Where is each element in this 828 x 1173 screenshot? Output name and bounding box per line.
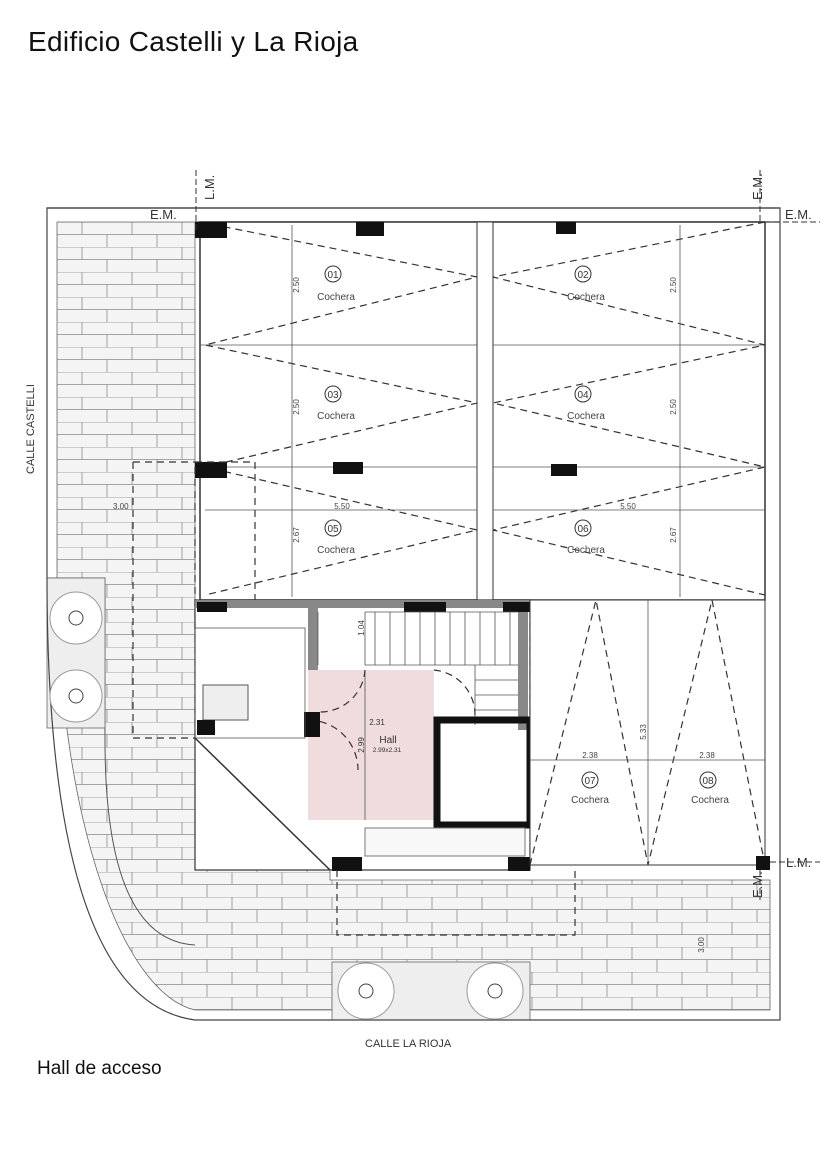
svg-text:5.50: 5.50 <box>620 502 636 511</box>
svg-text:2.67: 2.67 <box>669 527 678 543</box>
svg-text:01: 01 <box>327 270 339 281</box>
tree-icon <box>49 669 103 723</box>
caption: Hall de acceso <box>37 1058 162 1079</box>
dim-stair: 1.04 <box>357 620 366 636</box>
svg-text:02: 02 <box>577 270 589 281</box>
tree-icon <box>49 591 103 645</box>
svg-text:Cochera: Cochera <box>567 545 605 556</box>
lm-label: L.M. <box>202 175 217 200</box>
garage-03: 03 Cochera 2.50 <box>292 385 355 422</box>
svg-text:2.50: 2.50 <box>669 277 678 293</box>
garage-area <box>132 221 766 739</box>
garage-01: 01 Cochera 2.50 <box>292 265 355 303</box>
svg-text:2.50: 2.50 <box>292 399 301 415</box>
svg-text:04: 04 <box>577 390 589 401</box>
svg-text:2.50: 2.50 <box>292 277 301 293</box>
svg-text:08: 08 <box>702 776 714 787</box>
hall-size: 2.99x2.31 <box>373 747 402 754</box>
em-label: E.M. <box>150 207 177 222</box>
em-label: E.M. <box>785 207 812 222</box>
svg-text:Cochera: Cochera <box>317 411 355 422</box>
svg-text:2.67: 2.67 <box>292 527 301 543</box>
dim-sidewalk-left: 3.00 <box>113 502 129 511</box>
garage-08: 08 Cochera 2.38 <box>691 751 729 806</box>
hall-label: Hall <box>379 735 396 746</box>
svg-text:07: 07 <box>584 776 596 787</box>
garage-04: 04 Cochera 2.50 <box>567 385 678 422</box>
dim-sidewalk-bottom: 3.00 <box>697 937 706 953</box>
dim-garage-depth: 5.33 <box>639 724 648 740</box>
garage-06: 06 Cochera 2.67 5.50 <box>567 502 678 556</box>
street-left: CALLE CASTELLI <box>25 384 37 474</box>
lm-label: L.M. <box>786 855 811 870</box>
page-title: Edificio Castelli y La Rioja <box>28 26 359 57</box>
svg-text:Cochera: Cochera <box>567 411 605 422</box>
svg-text:2.38: 2.38 <box>582 751 598 760</box>
hall-width: 2.31 <box>369 718 385 727</box>
garage-area-lower <box>529 599 770 870</box>
svg-text:Cochera: Cochera <box>567 292 605 303</box>
svg-text:5.50: 5.50 <box>334 502 350 511</box>
street-bottom: CALLE LA RIOJA <box>365 1038 452 1050</box>
svg-text:05: 05 <box>327 524 339 535</box>
hall-room <box>308 670 434 820</box>
svg-text:Cochera: Cochera <box>317 292 355 303</box>
em-label: E.M. <box>750 871 765 898</box>
svg-text:2.50: 2.50 <box>669 399 678 415</box>
garage-05: 05 Cochera 2.67 5.50 <box>292 502 355 556</box>
em-label: E.M. <box>750 173 765 200</box>
svg-text:2.38: 2.38 <box>699 751 715 760</box>
garage-02: 02 Cochera 2.50 <box>567 265 678 303</box>
svg-text:Cochera: Cochera <box>571 795 609 806</box>
garage-07: 07 Cochera 2.38 <box>571 751 609 806</box>
svg-text:03: 03 <box>327 390 339 401</box>
svg-text:Cochera: Cochera <box>691 795 729 806</box>
svg-text:Cochera: Cochera <box>317 545 355 556</box>
svg-text:06: 06 <box>577 524 589 535</box>
tree-icon <box>337 962 395 1020</box>
hall-depth: 2.99 <box>357 737 366 753</box>
tree-icon <box>466 962 524 1020</box>
hall-block <box>194 599 576 936</box>
